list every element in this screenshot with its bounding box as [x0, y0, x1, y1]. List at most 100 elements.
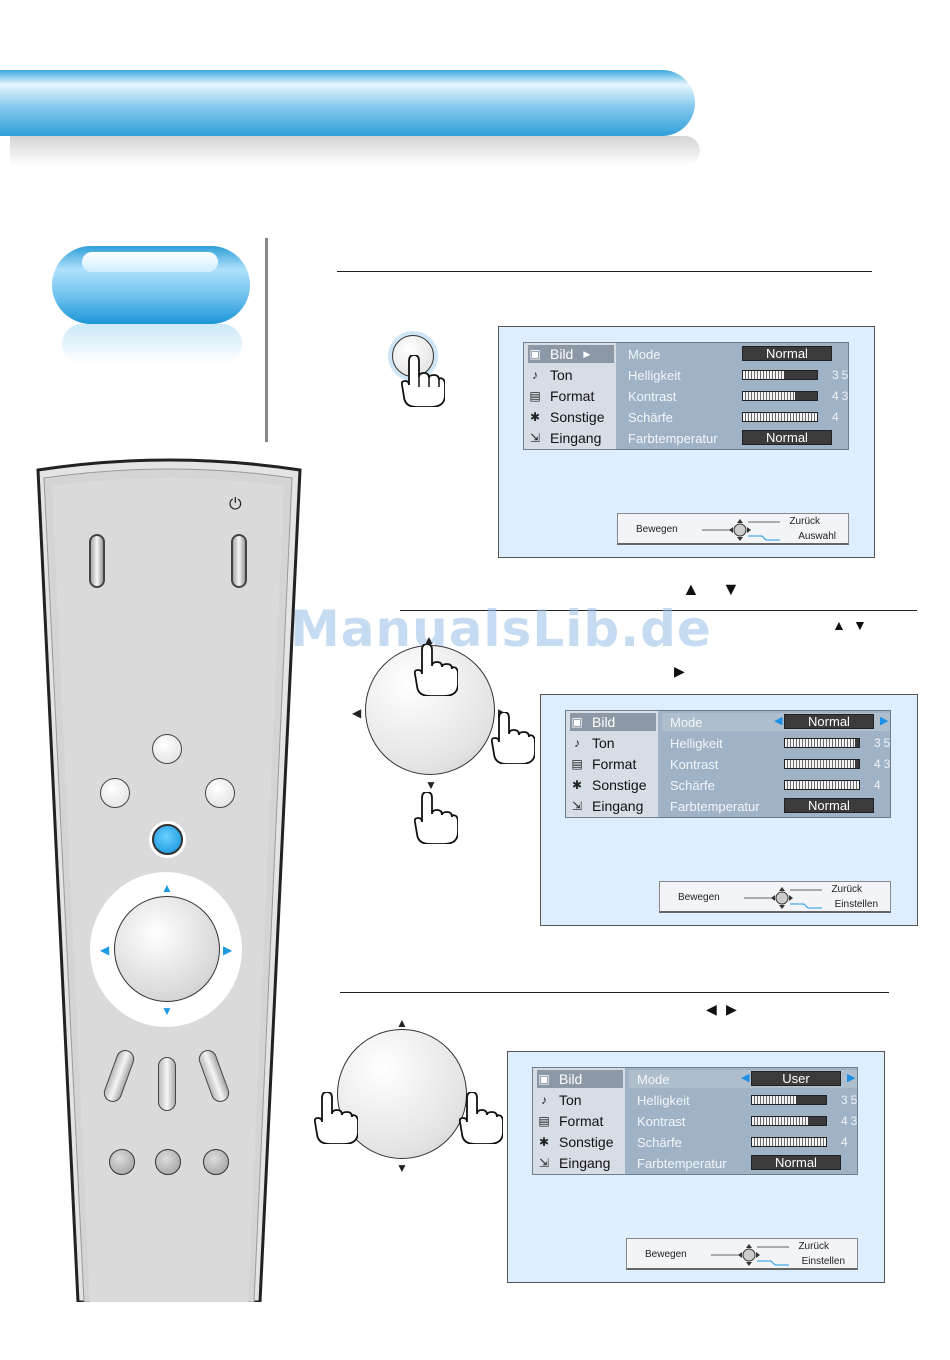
step3-rule: [340, 992, 889, 993]
nav-left-icon[interactable]: ◀: [100, 943, 110, 957]
remote-button-left[interactable]: [100, 778, 130, 808]
sound-icon: ♪: [532, 368, 538, 382]
osd-category-eingang[interactable]: ⇲Eingang: [528, 429, 614, 447]
osd-setting-farbtemperatur[interactable]: Farbtemperatur Normal: [628, 429, 844, 447]
osd-level-fill: [752, 1096, 797, 1104]
osd-setting-label: Farbtemperatur: [637, 1156, 727, 1171]
osd-level-value: 4: [841, 1135, 851, 1149]
chevron-right-icon: ▶: [847, 1072, 856, 1084]
down-arrow-icon: ▼: [722, 579, 740, 599]
osd-level-fill: [785, 781, 859, 789]
osd-category-bild[interactable]: ▣ Bild: [537, 1070, 623, 1088]
input-icon: ⇲: [529, 431, 541, 445]
right-arrow-icon: ▶: [674, 663, 685, 679]
misc-icon: ✱: [538, 1135, 550, 1149]
vertical-divider: [265, 238, 268, 442]
osd-level-bar: [784, 738, 860, 748]
nav-center-button[interactable]: [114, 896, 220, 1002]
osd-level-value: 35: [874, 736, 894, 750]
menu-button[interactable]: [152, 824, 183, 855]
remote-button-right[interactable]: [205, 778, 235, 808]
osd-category-bild[interactable]: ▣Bild: [570, 713, 656, 731]
osd-category-bild[interactable]: ▣ Bild ▶: [528, 345, 614, 363]
chevron-right-icon: ▶: [880, 715, 889, 727]
joystick-icon: [744, 887, 822, 909]
osd-level-bar: [751, 1095, 827, 1105]
osd-setting-label: Helligkeit: [628, 368, 681, 383]
up-arrow-icon: ▲: [682, 579, 700, 599]
format-icon: ▤: [571, 757, 583, 771]
osd-category-format[interactable]: ▤Format: [570, 755, 656, 773]
osd-category-label: Sonstige: [592, 777, 647, 793]
help-move-label: Bewegen: [678, 892, 720, 903]
header-banner-shadow: [10, 136, 700, 166]
remote-button-right-oval[interactable]: [231, 534, 247, 588]
osd-category-ton[interactable]: ♪Ton: [528, 366, 614, 384]
osd-category-label: Bild: [592, 714, 616, 730]
picture-icon: ▣: [529, 347, 541, 361]
osd-level-value: 4: [832, 410, 842, 424]
nav-up-icon[interactable]: ▲: [161, 881, 173, 895]
picture-icon: ▣: [538, 1072, 550, 1086]
osd-level-fill: [785, 760, 856, 768]
nav-down-icon[interactable]: ▼: [161, 1004, 173, 1018]
remote-button-left-oval[interactable]: [89, 534, 105, 588]
osd-category-label: Bild: [559, 1071, 583, 1087]
misc-icon: ✱: [529, 410, 541, 424]
up-arrow-icon: ▲: [423, 633, 435, 647]
osd-category-sonstige[interactable]: ✱Sonstige: [570, 776, 656, 794]
osd-setting-label: Farbtemperatur: [628, 431, 718, 446]
osd-setting-label: Kontrast: [628, 389, 677, 404]
osd-category-eingang[interactable]: ⇲Eingang: [537, 1154, 623, 1172]
remote-button-oval-2[interactable]: [158, 1057, 176, 1111]
chevron-right-icon: ▶: [583, 348, 591, 359]
osd-category-label: Bild: [550, 346, 574, 362]
osd-category-ton[interactable]: ♪Ton: [537, 1091, 623, 1109]
help-move-label: Bewegen: [645, 1249, 687, 1260]
osd-category-sonstige[interactable]: ✱Sonstige: [528, 408, 614, 426]
help-move-label: Bewegen: [636, 524, 678, 535]
left-arrow-icon: ◀: [352, 706, 362, 720]
osd-level-bar: [751, 1116, 827, 1126]
help-ok-label: Einstellen: [834, 899, 878, 910]
remote-button-small-2[interactable]: [155, 1149, 181, 1175]
osd-category-sonstige[interactable]: ✱ Sonstige: [537, 1133, 623, 1151]
osd-setting-label: Helligkeit: [637, 1093, 690, 1108]
chevron-left-icon: ◀: [774, 715, 783, 727]
input-icon: ⇲: [538, 1156, 550, 1170]
remote-button-small-1[interactable]: [109, 1149, 135, 1175]
osd-category-format[interactable]: ▤Format: [537, 1112, 623, 1130]
osd-setting-value: Normal: [742, 430, 832, 445]
remote-button-small-3[interactable]: [203, 1149, 229, 1175]
osd-level-value: 43: [841, 1114, 861, 1128]
osd-level-fill: [752, 1138, 826, 1146]
osd-category-format[interactable]: ▤Format: [528, 387, 614, 405]
nav-right-icon[interactable]: ▶: [223, 943, 233, 957]
osd-level-bar: [742, 412, 818, 422]
joystick-icon: [702, 519, 780, 541]
watermark: ManualsLib.de: [290, 600, 712, 658]
osd-setting-value: User: [751, 1071, 841, 1086]
osd-category-eingang[interactable]: ⇲Eingang: [570, 797, 656, 815]
remote-button-top[interactable]: [152, 734, 182, 764]
osd-category-ton[interactable]: ♪Ton: [570, 734, 656, 752]
osd-category-label: Sonstige: [559, 1134, 614, 1150]
osd-setting-label: Schärfe: [670, 778, 715, 793]
